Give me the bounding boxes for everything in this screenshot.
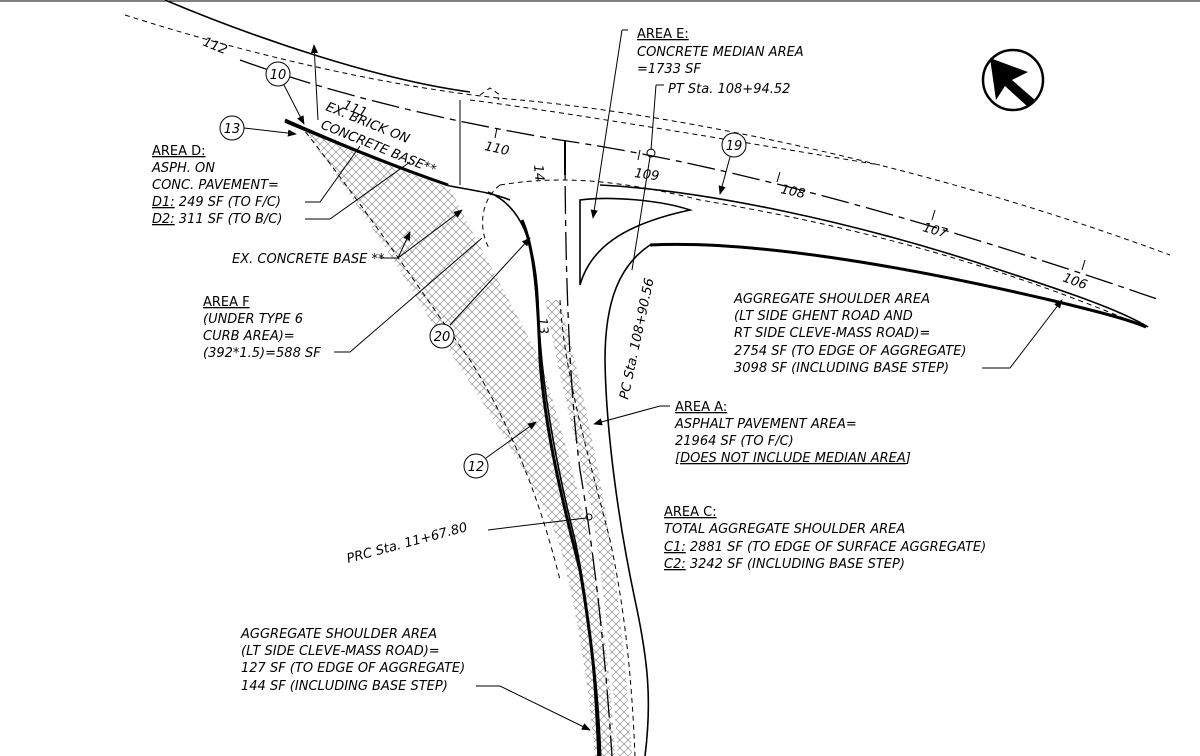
pt-station-label: PT Sta. 108+94.52 (668, 82, 790, 97)
area-a-note: AREA A: ASPHALT PAVEMENT AREA= 21964 SF … (593, 400, 911, 466)
ghent-road-centerline (239, 59, 1161, 301)
callout-12: 12 (463, 421, 537, 479)
shoulder-dashed-upper (469, 99, 881, 166)
west-return-dashed (482, 184, 501, 251)
station-107: 107 (921, 220, 950, 241)
tick-107 (931, 209, 936, 221)
svg-text:AREA A:: AREA A: (675, 400, 727, 415)
svg-text:AGGREGATE SHOULDER AREA: AGGREGATE SHOULDER AREA (733, 292, 930, 307)
callout-10: 10 (265, 61, 305, 125)
svg-text:=1733 SF: =1733 SF (637, 62, 701, 77)
svg-text:TOTAL AGGREGATE SHOULDER AREA: TOTAL AGGREGATE SHOULDER AREA (664, 522, 905, 537)
svg-text:(392*1.5)=588 SF: (392*1.5)=588 SF (203, 346, 321, 361)
ghent-road-north-edge-dashed (124, 14, 1171, 256)
station-106: 106 (1061, 271, 1089, 294)
station-108: 108 (779, 182, 806, 202)
area-e-note: AREA E: CONCRETE MEDIAN AREA =1733 SF (590, 27, 804, 219)
svg-text:ASPH. ON: ASPH. ON (151, 161, 215, 176)
tick-108 (776, 171, 781, 183)
svg-text:[DOES NOT INCLUDE MEDIAN AREA]: [DOES NOT INCLUDE MEDIAN AREA] (675, 451, 911, 466)
callout-20: 20 (429, 237, 531, 349)
cleve-mass-west-dashed (299, 124, 561, 581)
svg-text:EX. CONCRETE BASE **: EX. CONCRETE BASE ** (232, 252, 385, 267)
svg-text:D1: 249 SF (TO F/C): D1: 249 SF (TO F/C) (152, 195, 281, 210)
north-arrow: N (981, 48, 1045, 112)
vertical-leader-112 (310, 44, 319, 121)
concrete-median-island (579, 197, 694, 286)
prc-station-marker (585, 513, 593, 521)
aggregate-shoulder-right-note: AGGREGATE SHOULDER AREA (LT SIDE GHENT R… (733, 292, 1063, 376)
station-110: 110 (483, 139, 510, 159)
svg-text:127 SF (TO EDGE OF AGGREGATE): 127 SF (TO EDGE OF AGGREGATE) (241, 661, 465, 676)
cleve-mass-east-edge (604, 244, 651, 756)
svg-text:CONC. PAVEMENT=: CONC. PAVEMENT= (152, 178, 279, 193)
svg-text:AREA F: AREA F (203, 295, 250, 310)
svg-text:21964 SF (TO F/C): 21964 SF (TO F/C) (675, 434, 794, 449)
svg-text:2754 SF (TO EDGE OF AGGREGATE): 2754 SF (TO EDGE OF AGGREGATE) (734, 344, 966, 359)
svg-text:19: 19 (726, 139, 743, 154)
svg-text:ASPHALT PAVEMENT AREA=: ASPHALT PAVEMENT AREA= (674, 417, 857, 432)
svg-text:10: 10 (270, 68, 287, 83)
callout-19: 19 (718, 132, 747, 195)
station-13: 13 (534, 317, 550, 335)
callout-13: 13 (219, 115, 297, 141)
hatched-concrete-base-area (300, 125, 615, 756)
svg-text:RT SIDE CLEVE-MASS ROAD)=: RT SIDE CLEVE-MASS ROAD)= (734, 326, 930, 341)
svg-text:C2: 3242 SF (INCLUDING BASE ST: C2: 3242 SF (INCLUDING BASE STEP) (664, 557, 905, 572)
svg-text:13: 13 (224, 122, 241, 137)
svg-text:AREA D:: AREA D: (152, 144, 206, 159)
svg-text:144 SF (INCLUDING BASE STEP): 144 SF (INCLUDING BASE STEP) (241, 679, 448, 694)
svg-text:D2: 311 SF (TO B/C): D2: 311 SF (TO B/C) (152, 212, 282, 227)
cleve-mass-west-thick (520, 219, 602, 756)
svg-text:AREA C:: AREA C: (664, 505, 717, 520)
tick-110 (494, 127, 498, 139)
ghent-road-north-edge (164, 0, 471, 93)
tick-106 (1081, 259, 1086, 271)
pc-station-label: PC Sta. 108+90.56 (617, 277, 657, 401)
top-dashed-offset (479, 87, 501, 101)
hatched-shoulder-strip (545, 300, 632, 756)
prc-station-label: PRC Sta. 11+67.80 (345, 520, 469, 567)
svg-text:(LT SIDE GHENT ROAD AND: (LT SIDE GHENT ROAD AND (734, 309, 913, 324)
ghent-road-east-dashed-inner (499, 179, 1141, 326)
svg-text:3098 SF (INCLUDING BASE STEP): 3098 SF (INCLUDING BASE STEP) (734, 361, 949, 376)
station-112: 112 (201, 35, 230, 58)
svg-text:AGGREGATE SHOULDER AREA: AGGREGATE SHOULDER AREA (240, 627, 437, 642)
aggregate-shoulder-left-note: AGGREGATE SHOULDER AREA (LT SIDE CLEVE-M… (240, 627, 591, 731)
svg-text:(LT SIDE CLEVE-MASS ROAD)=: (LT SIDE CLEVE-MASS ROAD)= (241, 644, 440, 659)
svg-text:CURB AREA)=: CURB AREA)= (203, 329, 295, 344)
svg-text:12: 12 (468, 460, 485, 475)
area-c-note: AREA C: TOTAL AGGREGATE SHOULDER AREA C1… (664, 505, 986, 572)
svg-text:20: 20 (434, 330, 451, 345)
ghent-road-east-south-thick (649, 242, 1147, 329)
cleve-mass-east-dashed (559, 299, 636, 756)
svg-text:C1: 2881 SF (TO EDGE OF SURFAC: C1: 2881 SF (TO EDGE OF SURFACE AGGREGAT… (664, 540, 986, 555)
station-14: 14 (530, 164, 546, 182)
svg-text:(UNDER TYPE 6: (UNDER TYPE 6 (203, 312, 303, 327)
cleve-mass-centerline (564, 139, 613, 756)
svg-text:AREA E:: AREA E: (637, 27, 689, 42)
ex-concrete-base-note: EX. CONCRETE BASE ** (232, 209, 463, 267)
area-f-note: AREA F (UNDER TYPE 6 CURB AREA)= (392*1.… (203, 237, 483, 361)
area-d-note: AREA D: ASPH. ON CONC. PAVEMENT= D1: 249… (151, 144, 411, 227)
tick-109 (637, 149, 641, 161)
svg-text:CONCRETE MEDIAN AREA: CONCRETE MEDIAN AREA (637, 45, 804, 60)
ghent-road-east-south-edge (599, 184, 1149, 328)
